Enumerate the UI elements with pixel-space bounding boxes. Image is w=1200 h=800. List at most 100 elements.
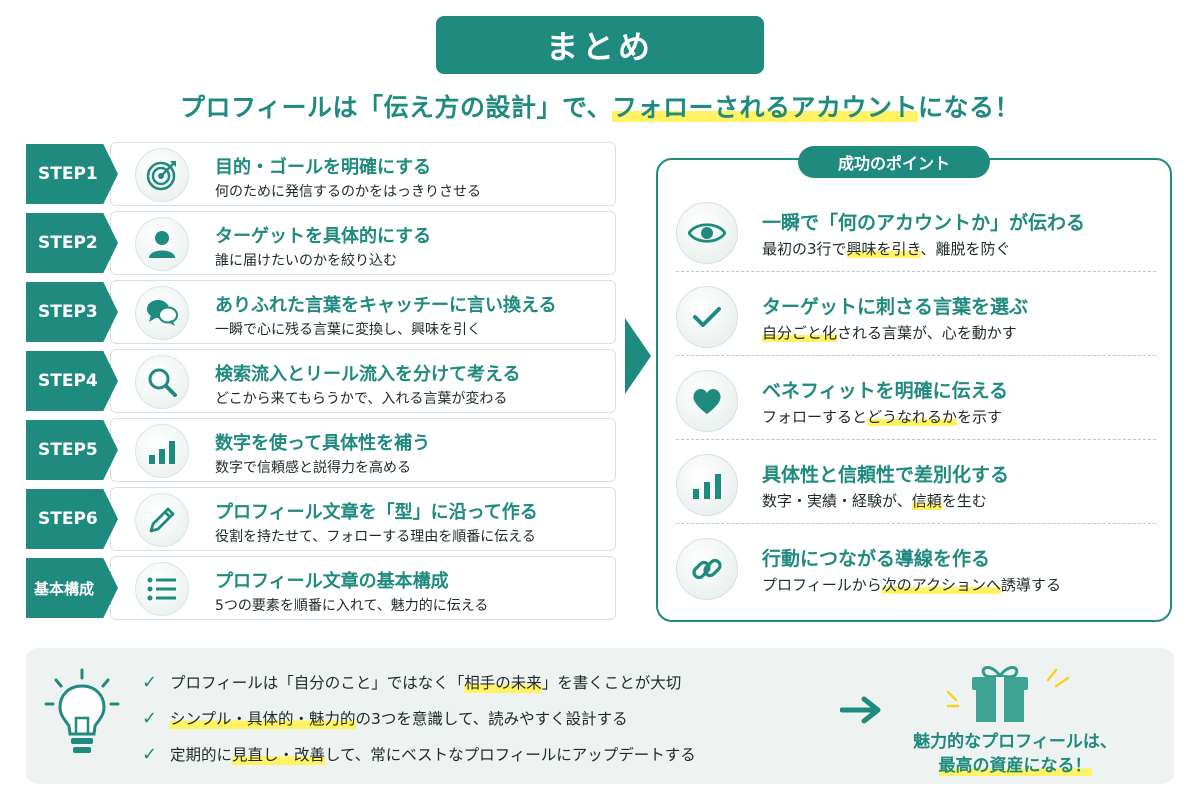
point-item: ターゲットに刺さる言葉を選ぶ 自分ごと化される言葉が、心を動かす bbox=[676, 272, 1156, 356]
tip-text: プロフィールは「自分のこと」ではなく「 bbox=[170, 674, 465, 692]
point-title: ターゲットに刺さる言葉を選ぶ bbox=[762, 296, 1029, 318]
point-desc-text: 、離脱を防ぐ bbox=[920, 240, 1011, 258]
step-row: 検索流入とリール流入を分けて考える どこから来てもらうかで、入れる言葉が変わる … bbox=[26, 349, 616, 413]
point-title: 具体性と信頼性で差別化する bbox=[762, 464, 1010, 486]
divider bbox=[676, 439, 1156, 440]
step-desc: 誰に届けたいのかを絞り込む bbox=[215, 253, 397, 269]
steps-list: 目的・ゴールを明確にする 何のために発信するのかをはっきりさせる STEP1 タ… bbox=[26, 142, 616, 625]
step-title: ありふれた言葉をキャッチーに言い換える bbox=[215, 295, 557, 316]
step-tag: STEP1 bbox=[26, 144, 118, 204]
arrow-right-icon bbox=[839, 696, 882, 728]
pencil-icon bbox=[135, 493, 189, 547]
point-desc-text: を生む bbox=[941, 492, 987, 510]
step-row: 数字を使って具体性を補う 数字で信頼感と説得力を高める STEP5 bbox=[26, 418, 616, 482]
tip-text: 」を書くことが大切 bbox=[541, 674, 682, 692]
divider bbox=[676, 271, 1156, 272]
lightbulb-icon bbox=[42, 668, 122, 772]
tip-item: ✓ プロフィールは「自分のこと」ではなく「相手の未来」を書くことが大切 bbox=[142, 664, 696, 700]
step-desc: 何のために発信するのかをはっきりさせる bbox=[215, 184, 481, 200]
tip-text: 定期的に bbox=[170, 746, 233, 764]
divider bbox=[676, 523, 1156, 524]
target-icon bbox=[135, 148, 189, 202]
conclusion-line: 魅力的なプロフィールは、 bbox=[913, 732, 1117, 752]
point-desc-text: を示す bbox=[957, 408, 1003, 426]
step-row: ターゲットを具体的にする 誰に届けたいのかを絞り込む STEP2 bbox=[26, 211, 616, 275]
sparkle-icon bbox=[946, 690, 960, 708]
success-points-label: 成功のポイント bbox=[798, 146, 990, 178]
conclusion-text: 魅力的なプロフィールは、 最高の資産になる！ bbox=[880, 730, 1150, 778]
step-card: 数字を使って具体性を補う 数字で信頼感と説得力を高める bbox=[110, 418, 616, 482]
step-title: 数字を使って具体性を補う bbox=[215, 433, 431, 454]
step-card: 目的・ゴールを明確にする 何のために発信するのかをはっきりさせる bbox=[110, 142, 616, 206]
step-desc: どこから来てもらうかで、入れる言葉が変わる bbox=[215, 391, 508, 407]
point-title: 一瞬で「何のアカウントか」が伝わる bbox=[762, 212, 1086, 234]
search-icon bbox=[135, 355, 189, 409]
point-desc: 数字・実績・経験が、信頼を生む bbox=[762, 490, 987, 511]
step-card: ターゲットを具体的にする 誰に届けたいのかを絞り込む bbox=[110, 211, 616, 275]
bar-chart-icon bbox=[135, 424, 189, 478]
eye-icon bbox=[676, 202, 738, 264]
point-desc: フォローするとどうなれるかを示す bbox=[762, 406, 1002, 427]
point-desc: 最初の3行で興味を引き、離脱を防ぐ bbox=[762, 238, 1011, 259]
page-title: まとめ bbox=[436, 16, 764, 74]
sparkle-icon bbox=[1046, 668, 1070, 688]
subtitle-text: プロフィールは「伝え方の設計」で、 bbox=[179, 93, 612, 122]
point-item: 具体性と信頼性で差別化する 数字・実績・経験が、信頼を生む bbox=[676, 440, 1156, 524]
page-subtitle: プロフィールは「伝え方の設計」で、フォローされるアカウントになる！ bbox=[0, 88, 1200, 124]
step-title: プロフィール文章の基本構成 bbox=[215, 571, 449, 592]
step-title: ターゲットを具体的にする bbox=[215, 226, 432, 247]
bar-chart-icon bbox=[676, 454, 738, 516]
speech-bubbles-icon bbox=[135, 286, 189, 340]
step-tag: 基本構成 bbox=[26, 558, 118, 618]
check-icon: ✓ bbox=[142, 743, 158, 765]
point-item: ベネフィットを明確に伝える フォローするとどうなれるかを示す bbox=[676, 356, 1156, 440]
step-row: 目的・ゴールを明確にする 何のために発信するのかをはっきりさせる STEP1 bbox=[26, 142, 616, 206]
success-points-panel bbox=[656, 158, 1172, 622]
step-title: 目的・ゴールを明確にする bbox=[215, 157, 432, 178]
step-card: ありふれた言葉をキャッチーに言い換える 一瞬で心に残る言葉に変換し、興味を引く bbox=[110, 280, 616, 344]
step-desc: 5つの要素を順番に入れて、魅力的に伝える bbox=[215, 598, 489, 614]
step-card: プロフィール文章の基本構成 5つの要素を順番に入れて、魅力的に伝える bbox=[110, 556, 616, 620]
tips-list: ✓ プロフィールは「自分のこと」ではなく「相手の未来」を書くことが大切 ✓シンプル… bbox=[142, 664, 696, 772]
subtitle-highlight: フォローされるアカウント bbox=[611, 93, 918, 122]
point-desc-text: される言葉が、心を動かす bbox=[837, 324, 1017, 342]
tip-highlight: 見直し・改善 bbox=[232, 743, 326, 765]
step-row: プロフィール文章の基本構成 5つの要素を順番に入れて、魅力的に伝える 基本構成 bbox=[26, 556, 616, 620]
step-row: プロフィール文章を「型」に沿って作る 役割を持たせて、フォローする理由を順番に伝… bbox=[26, 487, 616, 551]
step-title: 検索流入とリール流入を分けて考える bbox=[215, 364, 521, 385]
step-title: プロフィール文章を「型」に沿って作る bbox=[215, 502, 538, 523]
point-desc-highlight: 自分ごと化 bbox=[762, 324, 838, 342]
conclusion-highlight: 最高の資産になる！ bbox=[938, 756, 1092, 776]
arrow-right-icon bbox=[625, 318, 651, 394]
subtitle-end: になる！ bbox=[918, 93, 1021, 122]
point-item: 行動につながる導線を作る プロフィールから次のアクションへ誘導する bbox=[676, 524, 1156, 608]
point-item: 一瞬で「何のアカウントか」が伝わる 最初の3行で興味を引き、離脱を防ぐ bbox=[676, 188, 1156, 272]
point-desc-highlight: 信頼 bbox=[911, 492, 942, 510]
step-desc: 一瞬で心に残る言葉に変換し、興味を引く bbox=[215, 322, 481, 338]
point-title: ベネフィットを明確に伝える bbox=[762, 380, 1009, 402]
step-desc: 役割を持たせて、フォローする理由を順番に伝える bbox=[215, 529, 536, 545]
step-tag: STEP2 bbox=[26, 213, 118, 273]
step-tag: STEP6 bbox=[26, 489, 118, 549]
gift-icon bbox=[968, 662, 1032, 728]
point-desc-highlight: どうなれるか bbox=[867, 408, 958, 426]
tip-item: ✓定期的に見直し・改善して、常にベストなプロフィールにアップデートする bbox=[142, 736, 696, 772]
check-icon: ✓ bbox=[142, 707, 158, 729]
tip-item: ✓シンプル・具体的・魅力的の3つを意識して、読みやすく設計する bbox=[142, 700, 696, 736]
point-desc-text: 誘導する bbox=[1000, 576, 1061, 594]
point-title: 行動につながる導線を作る bbox=[762, 548, 991, 570]
point-desc-text: 最初の3行で bbox=[762, 240, 847, 258]
point-desc: プロフィールから次のアクションへ誘導する bbox=[762, 574, 1061, 595]
point-desc-text: 数字・実績・経験が、 bbox=[762, 492, 912, 510]
step-row: ありふれた言葉をキャッチーに言い換える 一瞬で心に残る言葉に変換し、興味を引く … bbox=[26, 280, 616, 344]
step-tag: STEP5 bbox=[26, 420, 118, 480]
tip-highlight: 相手の未来 bbox=[464, 671, 542, 693]
point-desc-highlight: 次のアクションへ bbox=[881, 576, 1001, 594]
user-icon bbox=[135, 217, 189, 271]
tip-text: の3つを意識して、読みやすく設計する bbox=[355, 710, 628, 728]
step-card: プロフィール文章を「型」に沿って作る 役割を持たせて、フォローする理由を順番に伝… bbox=[110, 487, 616, 551]
point-desc: 自分ごと化される言葉が、心を動かす bbox=[762, 322, 1017, 343]
step-tag: STEP4 bbox=[26, 351, 118, 411]
check-icon bbox=[676, 286, 738, 348]
check-icon: ✓ bbox=[142, 671, 158, 693]
